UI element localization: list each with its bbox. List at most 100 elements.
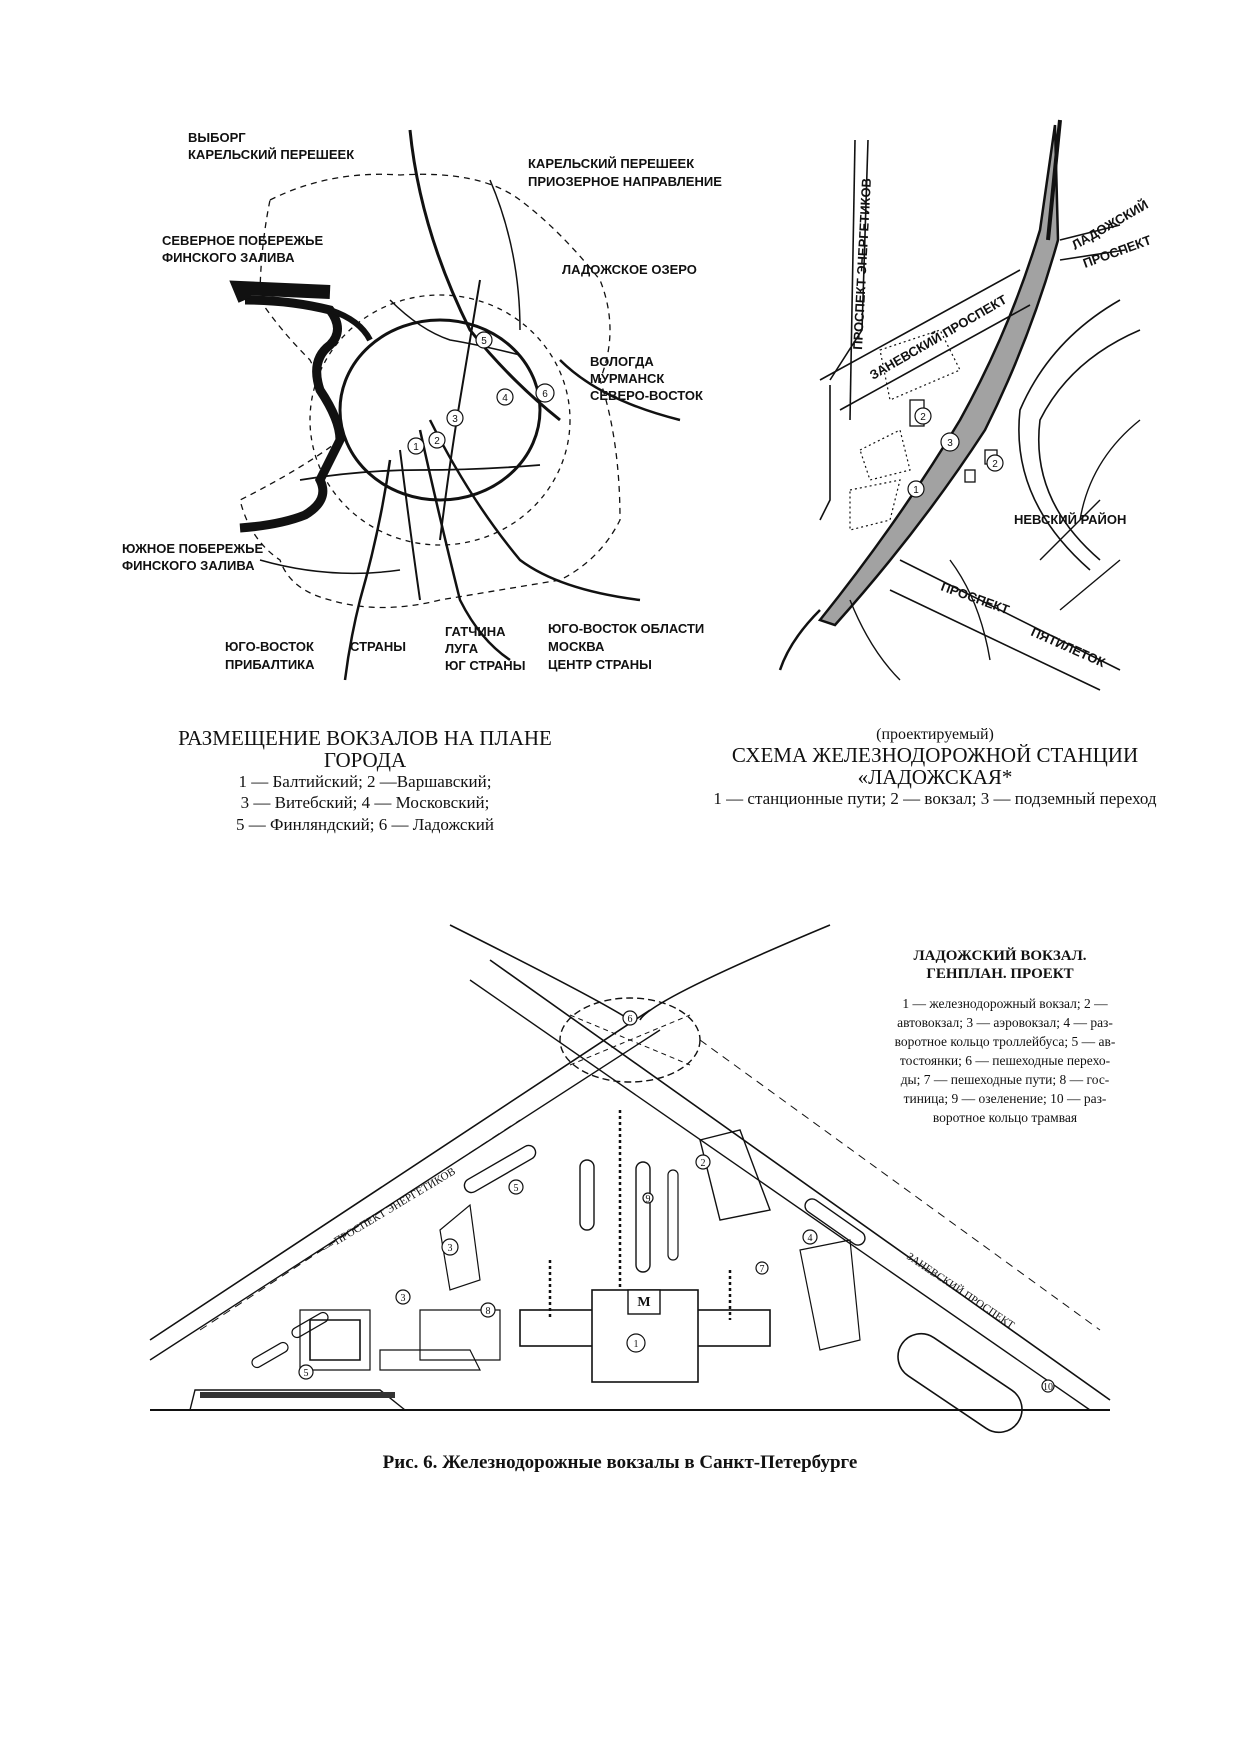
metro-label: М (637, 1295, 650, 1310)
legend-line: воротное кольцо троллейбуса; 5 — ав- (895, 1034, 1116, 1049)
scheme-number: 1 (913, 485, 919, 496)
label-luga: ЛУГА (445, 641, 479, 656)
plan-number: 6 (628, 1014, 633, 1025)
plan-marker-3b (395, 1289, 411, 1305)
caption-left-line: 3 — Витебский; 4 — Московский; (240, 793, 490, 813)
label-baltic: ПРИБАЛТИКА (225, 657, 315, 672)
legend-line: тостоянки; 6 — пешеходные перехо- (900, 1053, 1111, 1068)
scheme-marker-2 (914, 407, 932, 425)
scheme-marker-3 (940, 432, 960, 452)
city-plan-station-numbers: 1 2 3 4 5 6 (413, 336, 548, 453)
master-plan-numbers: 1 2 3 3 4 5 5 6 7 8 9 10 М (304, 1014, 1054, 1393)
caption-right-title: СХЕМА ЖЕЛЕЗНОДОРОЖНОЙ СТАНЦИИ «ЛАДОЖСКАЯ… (731, 742, 1139, 789)
caption-right: (проектируемый) СХЕМА ЖЕЛЕЗНОДОРОЖНОЙ СТ… (685, 726, 1185, 809)
station-scheme-labels: ПРОСПЕКТ ЭНЕРГЕТИКОВ ЗАНЕВСКИЙ ПРОСПЕКТ … (850, 178, 1153, 670)
label-strany: СТРАНЫ (350, 639, 406, 654)
plan-marker-10 (1041, 1379, 1055, 1393)
station-4-marker (496, 388, 514, 406)
label-karel: КАРЕЛЬСКИЙ ПЕРЕШЕЕК (528, 156, 694, 171)
caption-right-text: 1 — станционные пути; 2 — вокзал; 3 — по… (713, 788, 1157, 808)
station-scheme-numbers: 1 2 3 2 (913, 412, 998, 496)
legend-line: автовокзал; 3 — аэровокзал; 4 — раз- (897, 1015, 1113, 1030)
caption-left-line: 1 — Балтийский; 2 —Варшавский; (238, 772, 492, 792)
plan-marker-6 (622, 1010, 638, 1026)
caption-right-sup: (проектируемый) (876, 726, 994, 743)
plan-number: 4 (808, 1233, 813, 1244)
plan-legend: 1 — железнодорожный вокзал; 2 — автовокз… (895, 996, 1116, 1125)
label-south: ЮГ СТРАНЫ (445, 658, 525, 673)
station-5-marker (475, 331, 493, 349)
label-vyborg: ВЫБОРГ (188, 130, 246, 145)
plan-marker-7 (755, 1261, 769, 1275)
plan-marker-5b (298, 1364, 314, 1380)
station-number: 4 (502, 393, 508, 404)
label-vologda: ВОЛОГДА (590, 354, 654, 369)
label-nevsky: НЕВСКИЙ РАЙОН (1014, 512, 1126, 527)
station-number: 1 (413, 442, 419, 453)
label-center: ЦЕНТР СТРАНЫ (548, 657, 652, 672)
station-number: 5 (481, 336, 487, 347)
caption-left: РАЗМЕЩЕНИЕ ВОКЗАЛОВ НА ПЛАНЕ ГОРОДА 1 — … (150, 727, 580, 835)
label-pyatiletok-2: ПЯТИЛЕТОК (1029, 624, 1108, 670)
label-gatchina: ГАТЧИНА (445, 624, 506, 639)
master-plan-labels: — ПРОСПЕКТ ЭНЕРГЕТИКОВ ЗАНЕВСКИЙ ПРОСПЕК… (320, 947, 1116, 1332)
plan-marker-8 (480, 1302, 496, 1318)
station-number: 3 (452, 414, 458, 425)
plan-number: 5 (514, 1183, 519, 1194)
plan-number: 2 (701, 1158, 706, 1169)
label-moscow: МОСКВА (548, 639, 605, 654)
station-markers (407, 331, 555, 455)
plan-number: 10 (1043, 1382, 1053, 1393)
plan-marker-2 (695, 1154, 711, 1170)
caption-left-line: 5 — Финляндский; 6 — Ладожский (236, 814, 494, 834)
legend-line: воротное кольцо трамвая (933, 1110, 1077, 1125)
plan-number: 7 (760, 1264, 765, 1275)
label-pyatiletok-1: ПРОСПЕКТ (939, 579, 1011, 618)
plan-title: ЛАДОЖСКИЙ ВОКЗАЛ. (913, 947, 1086, 964)
station-3-marker (446, 409, 464, 427)
plan-number: 8 (486, 1306, 491, 1317)
plan-number: 3 (448, 1243, 453, 1254)
plan-street-left: — ПРОСПЕКТ ЭНЕРГЕТИКОВ (320, 1166, 458, 1256)
caption-left-title: РАЗМЕЩЕНИЕ ВОКЗАЛОВ НА ПЛАНЕ ГОРОДА (178, 726, 552, 773)
station-scheme-map (778, 119, 1141, 691)
figure-caption: Рис. 6. Железнодорожные вокзалы в Санкт-… (382, 1452, 858, 1473)
plan-number: 1 (634, 1339, 639, 1350)
city-plan-map (229, 129, 681, 681)
scheme-marker-1 (907, 480, 925, 498)
master-plan (149, 924, 1111, 1434)
plan-title-2: ГЕНПЛАН. ПРОЕКТ (926, 966, 1073, 982)
label-northeast: СЕВЕРО-ВОСТОК (590, 388, 703, 403)
label-south-coast-2: ФИНСКОГО ЗАЛИВА (122, 558, 255, 573)
label-karel-2: ПРИОЗЕРНОЕ НАПРАВЛЕНИЕ (528, 174, 722, 189)
station-2-marker (428, 431, 446, 449)
station-number: 6 (542, 389, 548, 400)
plan-marker-4 (802, 1229, 818, 1245)
plan-number: 3 (401, 1293, 406, 1304)
label-se-region: ЮГО-ВОСТОК ОБЛАСТИ (548, 621, 704, 636)
label-murmansk: МУРМАНСК (590, 371, 664, 386)
legend-line: тиница; 9 — озеленение; 10 — раз- (904, 1091, 1107, 1106)
plan-marker-1 (626, 1333, 646, 1353)
scheme-number: 3 (947, 438, 953, 449)
scheme-marker-2b (986, 454, 1004, 472)
label-south-coast: ЮЖНОЕ ПОБЕРЕЖЬЕ (122, 541, 264, 556)
label-vyborg-2: КАРЕЛЬСКИЙ ПЕРЕШЕЕК (188, 147, 354, 162)
city-plan-labels: ВЫБОРГ КАРЕЛЬСКИЙ ПЕРЕШЕЕК КАРЕЛЬСКИЙ ПЕ… (122, 130, 722, 673)
legend-line: 1 — железнодорожный вокзал; 2 — (902, 996, 1108, 1011)
plan-number: 5 (304, 1368, 309, 1379)
plan-marker-5 (508, 1179, 524, 1195)
label-north-coast-2: ФИНСКОГО ЗАЛИВА (162, 250, 295, 265)
scheme-number: 2 (920, 412, 926, 423)
station-6-marker (535, 383, 555, 403)
legend-line: ды; 7 — пешеходные пути; 8 — гос- (901, 1072, 1110, 1087)
label-north-coast: СЕВЕРНОЕ ПОБЕРЕЖЬЕ (162, 233, 323, 248)
plan-marker-9 (642, 1192, 654, 1204)
station-1-marker (407, 437, 425, 455)
plan-marker-3 (441, 1238, 459, 1256)
station-number: 2 (434, 436, 440, 447)
plan-number: 9 (646, 1194, 651, 1205)
label-southwest: ЮГО-ВОСТОК (225, 639, 314, 654)
label-ladoga-lake: ЛАДОЖСКОЕ ОЗЕРО (562, 262, 697, 277)
